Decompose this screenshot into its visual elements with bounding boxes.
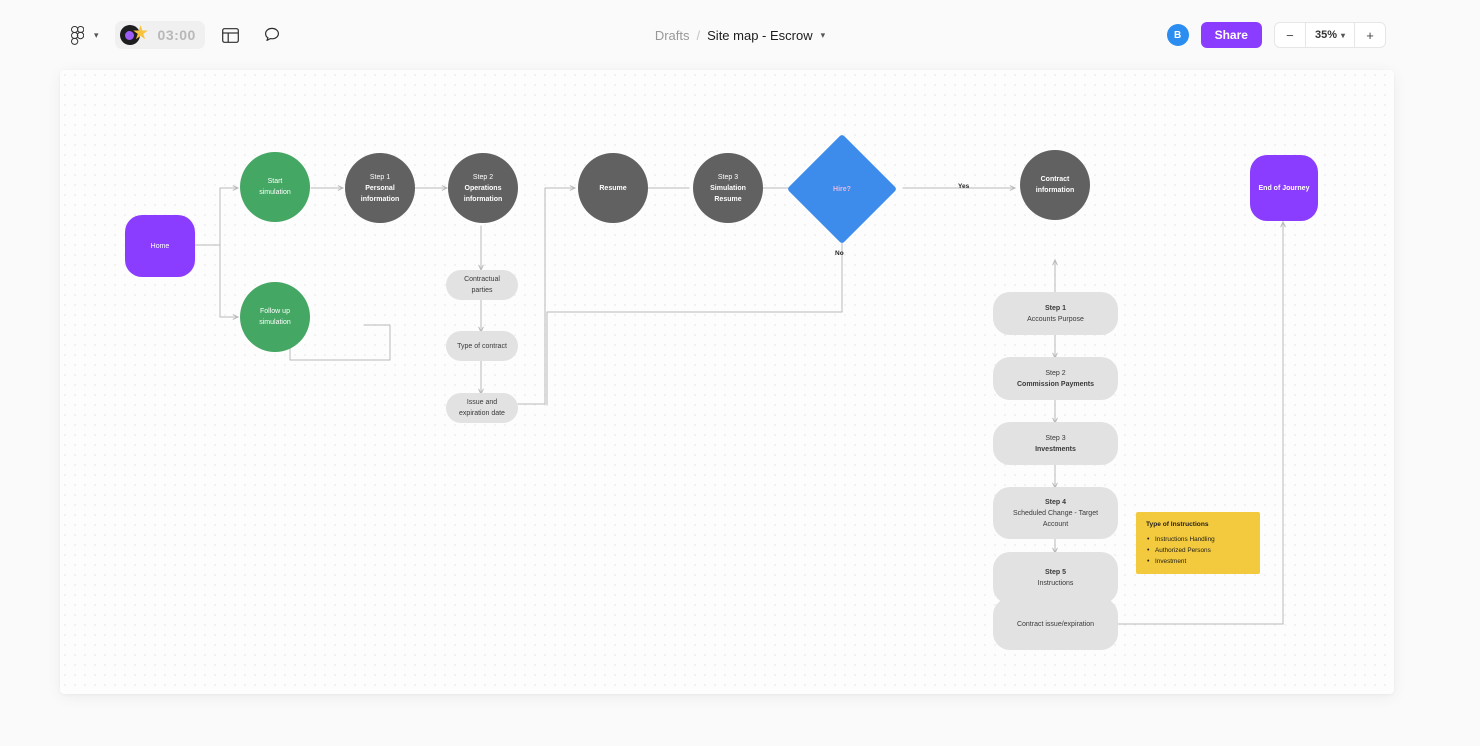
node-step3-investments[interactable]: Step 3 Investments xyxy=(993,422,1118,465)
sticky-note-type-of-instructions[interactable]: Type of Instructions Instructions Handli… xyxy=(1136,512,1260,574)
comment-bubble-icon[interactable] xyxy=(257,20,287,50)
page-title[interactable]: Site map - Escrow xyxy=(707,27,813,43)
node-label: Step 5 Instructions xyxy=(1037,569,1074,587)
node-label: Follow up simulation xyxy=(259,308,291,326)
node-label: Hire? xyxy=(833,185,851,193)
node-label: Contract issue/expiration xyxy=(1016,620,1095,628)
node-resume[interactable]: Resume xyxy=(578,153,648,223)
sticky-note-list: Instructions Handling Authorized Persons… xyxy=(1146,533,1250,568)
figma-logo-icon[interactable] xyxy=(64,20,90,50)
node-contractual-parties[interactable]: Contractual parties xyxy=(446,270,518,300)
node-start-simulation[interactable]: Start simulation xyxy=(240,152,310,222)
node-end-of-journey[interactable]: End of Journey xyxy=(1250,155,1318,221)
breadcrumb-parent[interactable]: Drafts xyxy=(654,27,690,43)
timer-widget[interactable]: ★ 03:00 xyxy=(114,21,205,49)
node-label: Home xyxy=(150,242,170,250)
node-step2-operations-information[interactable]: Step 2 Operations information xyxy=(448,153,518,223)
node-label: Step 2 Operations information xyxy=(463,173,503,203)
record-disc-icon xyxy=(119,25,140,45)
chevron-down-icon[interactable]: ▾ xyxy=(820,29,826,40)
node-label: End of Journey xyxy=(1258,184,1310,192)
breadcrumb-separator: / xyxy=(696,27,701,43)
node-label: Start simulation xyxy=(259,178,291,196)
zoom-level-dropdown[interactable]: 35% ▾ xyxy=(1306,23,1354,47)
share-button[interactable]: Share xyxy=(1200,22,1262,48)
divider xyxy=(1354,23,1355,47)
node-contract-issue-expiration[interactable]: Contract issue/expiration xyxy=(993,598,1118,650)
node-step5-instructions[interactable]: Step 5 Instructions xyxy=(993,552,1118,604)
node-follow-up-simulation[interactable]: Follow up simulation xyxy=(240,282,310,352)
node-label: Type of contract xyxy=(457,342,507,350)
zoom-in-button[interactable]: + xyxy=(1366,27,1374,43)
timer-label: 03:00 xyxy=(157,27,196,43)
list-item: Investment xyxy=(1146,556,1250,567)
node-contract-information[interactable]: Contract information xyxy=(1020,150,1090,220)
node-step3-simulation-resume[interactable]: Step 3 Simulation Resume xyxy=(693,153,763,223)
node-label: Contractual parties xyxy=(464,276,500,294)
list-item: Authorized Persons xyxy=(1146,545,1250,556)
timer-icon-group: ★ xyxy=(119,23,154,46)
node-step1-accounts-purpose[interactable]: Step 1 Accounts Purpose xyxy=(993,292,1118,335)
node-label: Step 1 Accounts Purpose xyxy=(1027,304,1084,323)
top-toolbar: ▾ ★ 03:00 Drafts / Site map - Escrow ▾ xyxy=(0,0,1480,70)
sticky-note-title: Type of Instructions xyxy=(1146,521,1209,528)
node-label: Contract information xyxy=(1035,176,1075,194)
node-decision-hire-label: Hire? xyxy=(803,150,881,228)
edge-label-yes: Yes xyxy=(958,183,970,190)
divider xyxy=(1304,23,1306,47)
node-issue-expiration-date[interactable]: Issue and expiration date xyxy=(446,393,518,423)
layout-grid-icon[interactable] xyxy=(216,20,246,50)
edge-label-no: No xyxy=(835,250,844,257)
node-label: Issue and expiration date xyxy=(459,399,505,417)
node-step2-commission-payments[interactable]: Step 2 Commission Payments xyxy=(993,357,1118,400)
node-label: Step 2 Commission Payments xyxy=(1016,369,1095,388)
node-step4-scheduled-change[interactable]: Step 4 Scheduled Change - Target Account xyxy=(993,487,1118,539)
toolbar-right-group: B Share − 35% ▾ + xyxy=(1166,0,1386,70)
chevron-down-icon: ▾ xyxy=(1340,30,1345,40)
avatar[interactable]: B xyxy=(1166,24,1189,46)
zoom-level-value: 35% xyxy=(1314,29,1337,41)
connector-layer xyxy=(194,185,1286,625)
zoom-control: − 35% ▾ + xyxy=(1273,22,1386,48)
node-label: Resume xyxy=(599,184,627,192)
toolbar-left-group: ▾ ★ 03:00 xyxy=(64,0,287,70)
design-canvas[interactable]: Home Start simulation Follow up simulati… xyxy=(60,70,1394,694)
node-step1-personal-information[interactable]: Step 1 Personal information xyxy=(345,153,415,223)
node-home[interactable]: Home xyxy=(125,215,195,277)
list-item: Instructions Handling xyxy=(1146,533,1250,545)
chevron-down-icon[interactable]: ▾ xyxy=(94,29,99,40)
node-label: Step 1 Personal information xyxy=(360,173,400,203)
star-icon: ★ xyxy=(132,23,150,44)
zoom-out-button[interactable]: − xyxy=(1286,27,1294,43)
node-type-of-contract[interactable]: Type of contract xyxy=(446,331,518,361)
node-label: Step 4 Scheduled Change - Target Account xyxy=(1012,498,1099,528)
node-label: Step 3 Investments xyxy=(1035,434,1076,453)
node-label: Step 3 Simulation Resume xyxy=(710,173,746,203)
